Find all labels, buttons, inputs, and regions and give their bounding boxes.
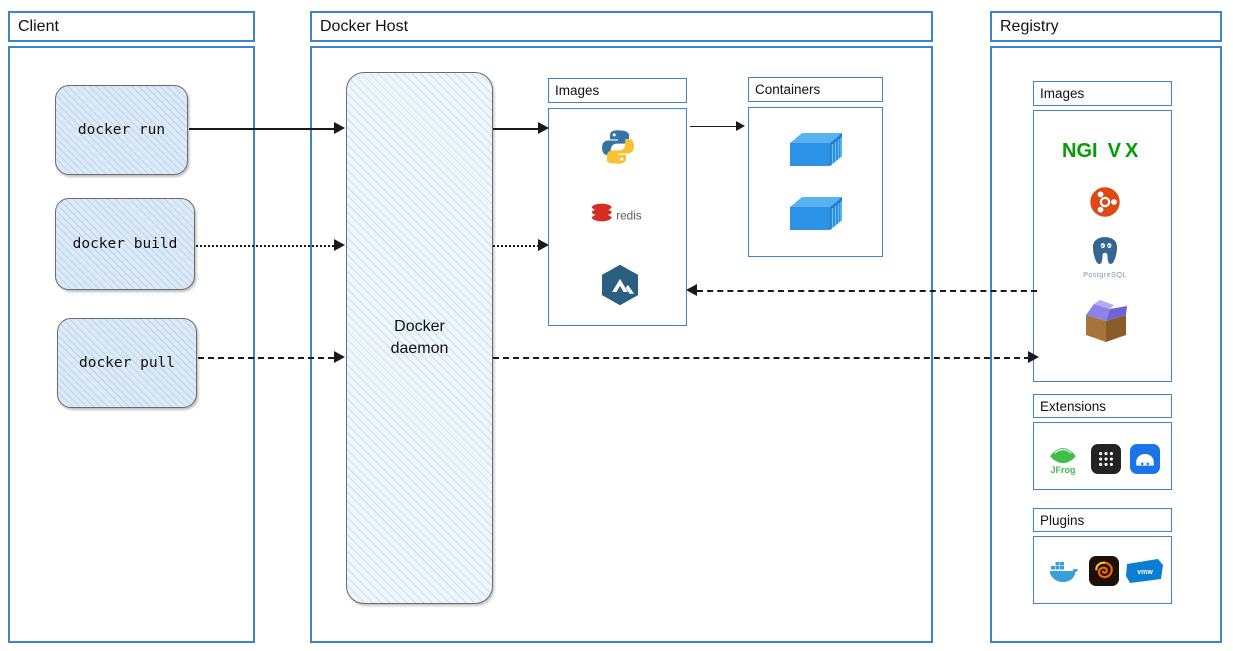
group-title-host-images-label: Images — [555, 83, 600, 98]
arrowhead-right — [1028, 351, 1039, 363]
redis-logo: redis — [588, 200, 658, 230]
group-body-host-images — [548, 108, 687, 326]
node-docker-build-label: docker build — [72, 236, 178, 252]
panel-title-registry-label: Registry — [1000, 17, 1059, 35]
group-title-registry-images-label: Images — [1040, 86, 1085, 101]
edge-docker-run-to-daemon — [189, 128, 334, 130]
node-docker-pull[interactable]: docker pull — [57, 318, 197, 408]
arrowhead-right — [334, 239, 345, 251]
node-docker-build[interactable]: docker build — [55, 198, 195, 290]
panel-title-registry: Registry — [990, 11, 1222, 42]
edge-daemon-to-host-images — [493, 128, 539, 130]
group-title-registry-extensions: Extensions — [1033, 394, 1172, 418]
group-title-registry-plugins: Plugins — [1033, 508, 1172, 532]
daemon-label-line1: Docker — [394, 318, 445, 336]
node-docker-run[interactable]: docker run — [55, 85, 188, 175]
group-title-registry-plugins-label: Plugins — [1040, 512, 1085, 528]
group-body-host-containers — [748, 107, 883, 257]
panel-title-client: Client — [8, 11, 255, 42]
arrowhead-right — [334, 122, 345, 134]
node-docker-daemon[interactable]: Docker daemon — [346, 72, 493, 604]
arrowhead-right — [736, 121, 745, 131]
python-logo — [598, 126, 638, 168]
svg-text:redis: redis — [616, 210, 642, 223]
nginx-logo: NGI V X — [1060, 136, 1146, 164]
arrowhead-right — [538, 122, 549, 134]
svg-text:NGI: NGI — [1062, 140, 1098, 162]
panel-title-docker-host: Docker Host — [310, 11, 933, 42]
edge-daemon-to-registry-images — [493, 357, 1030, 359]
postgresql-logo: PostgreSQL — [1080, 234, 1130, 280]
jfrog-logo-caption: JFrog — [1050, 465, 1076, 475]
container-box-icon — [785, 192, 847, 236]
blue-dome-icon — [1130, 444, 1160, 474]
panel-title-docker-host-label: Docker Host — [320, 17, 409, 35]
arrowhead-right — [538, 239, 549, 251]
panel-title-client-label: Client — [18, 17, 59, 35]
ubuntu-logo — [1088, 185, 1122, 219]
daemon-label-line2: daemon — [390, 340, 449, 357]
arrowhead-right — [334, 351, 345, 363]
grid-dots-icon — [1091, 444, 1121, 474]
group-title-host-containers-label: Containers — [755, 82, 821, 97]
open-box-icon — [1078, 294, 1134, 346]
group-title-registry-extensions-label: Extensions — [1040, 398, 1107, 414]
edge-host-images-to-containers — [690, 126, 740, 127]
group-title-registry-images: Images — [1033, 81, 1172, 106]
edge-docker-pull-to-daemon — [198, 357, 334, 359]
svg-text:V: V — [1107, 140, 1121, 162]
svg-text:X: X — [1125, 140, 1139, 162]
docker-whale-logo — [1042, 556, 1080, 586]
group-title-host-images: Images — [548, 78, 687, 103]
jfrog-logo: JFrog — [1045, 442, 1081, 478]
group-title-host-containers: Containers — [748, 77, 883, 102]
arrowhead-left — [686, 284, 697, 296]
vmware-logo: vmw — [1125, 556, 1165, 586]
edge-daemon-to-host-images-build — [493, 245, 539, 247]
node-docker-run-label: docker run — [77, 122, 166, 138]
postgresql-logo-caption: PostgreSQL — [1083, 270, 1127, 279]
node-docker-pull-label: docker pull — [78, 355, 176, 371]
grafana-logo — [1089, 556, 1119, 586]
alpine-logo — [597, 262, 642, 308]
edge-registry-to-host-images — [697, 290, 1037, 292]
edge-docker-build-to-daemon — [196, 245, 334, 247]
svg-text:vmw: vmw — [1137, 569, 1153, 576]
container-box-icon — [785, 128, 847, 172]
